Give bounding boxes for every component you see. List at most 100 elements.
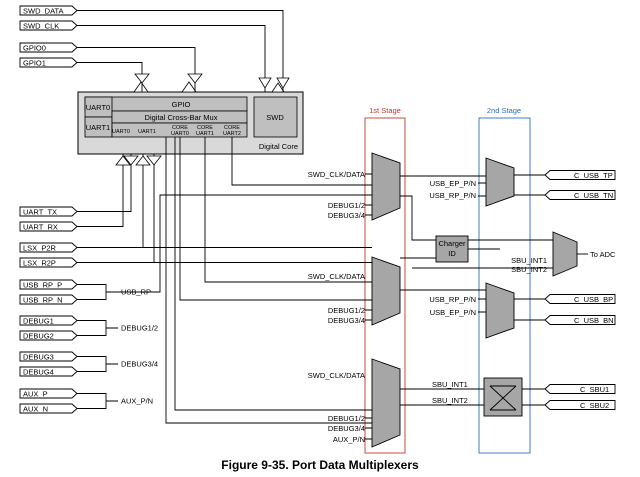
swd-block xyxy=(253,96,298,138)
pin-debug2 xyxy=(19,330,78,341)
wire-lsx-p2r xyxy=(77,165,144,248)
buffer-gpio0-out xyxy=(187,73,203,84)
buffer-gpio1-in xyxy=(133,81,149,93)
core-uart0-label-b: UART0 xyxy=(171,131,189,137)
wire-gpio1 xyxy=(77,62,143,74)
mux3-d12: DEBUG1/2 xyxy=(328,414,365,423)
figure-caption: Figure 9-35. Port Data Multiplexers xyxy=(221,458,419,472)
pin-gpio1-label: GPIO1 xyxy=(23,59,46,68)
wire-swd-data xyxy=(77,10,284,78)
pin-c-usb-bp xyxy=(544,294,616,304)
second-stage-label: 2nd Stage xyxy=(487,106,521,115)
buffer-uart-stubs xyxy=(122,154,155,156)
rp-pn-a: USB_RP_P/N xyxy=(429,191,476,200)
sbu-out-wires xyxy=(522,388,545,406)
pin-debug2-label: DEBUG2 xyxy=(23,332,54,341)
second-stage-box xyxy=(478,117,531,454)
pin-gpio0-label: GPIO0 xyxy=(23,44,46,53)
mux1-swd: SWD_CLK/DATA xyxy=(308,170,365,179)
ep-pn-a: USB_EP_P/N xyxy=(430,179,476,188)
first-stage-label: 1st Stage xyxy=(369,106,401,115)
pin-debug3 xyxy=(19,351,78,362)
pin-debug4 xyxy=(19,366,78,377)
pin-c-usb-tn-label: C_USB_TN xyxy=(574,191,613,200)
buffer-swd-data-in xyxy=(271,82,285,93)
debug12-bracket xyxy=(77,320,118,336)
wire-core-uart1 xyxy=(204,137,372,283)
pin-c-usb-bp-label: C_USB_BP xyxy=(574,295,613,304)
charger-wires xyxy=(412,239,553,269)
pin-c-usb-tp xyxy=(544,170,616,180)
pin-usb-rp-p xyxy=(19,279,78,290)
wire-core-uart0-mux2 xyxy=(179,137,360,301)
wire-core-uart0 xyxy=(165,137,372,424)
left-pins: SWD_DATA SWD_CLK GPIO0 GPIO1 UART_TX UAR… xyxy=(19,5,78,414)
mux3-swd: SWD_CLK/DATA xyxy=(308,371,365,380)
ep-pn-b: USB_EP_P/N xyxy=(430,308,476,317)
pin-swd-clk xyxy=(19,20,78,31)
pin-swd-data-label: SWD_DATA xyxy=(23,7,64,16)
sub-uart0-label: UART0 xyxy=(112,129,130,135)
pin-uart-rx xyxy=(19,221,78,232)
core-uart2-label-a: CORE xyxy=(224,125,240,131)
buffer-gpio0-in xyxy=(181,81,197,93)
crossbar-label: Digital Cross-Bar Mux xyxy=(145,113,218,122)
pin-gpio1 xyxy=(19,57,78,68)
mux2-d12: DEBUG1/2 xyxy=(328,306,365,315)
mux2-wires xyxy=(360,257,486,321)
mux3-aux: AUX_P/N xyxy=(333,435,365,444)
pin-debug1-label: DEBUG1 xyxy=(23,317,54,326)
group-debug12: DEBUG1/2 xyxy=(121,324,158,333)
wire-core-uart2 xyxy=(231,137,372,186)
pin-lsx-p2r-label: LSX_P2R xyxy=(23,244,57,253)
pin-c-usb-bn xyxy=(544,315,616,325)
group-aux: AUX_P/N xyxy=(121,397,153,406)
pin-swd-clk-label: SWD_CLK xyxy=(23,22,59,31)
aux-bracket xyxy=(77,393,118,409)
wire-uart-tx xyxy=(77,165,132,212)
pin-usb-rp-n xyxy=(19,294,78,305)
pin-usb-rp-n-label: USB_RP_N xyxy=(23,296,63,305)
pin-lsx-r2p-label: LSX_R2P xyxy=(23,259,56,268)
uart1-block-label: UART1 xyxy=(86,123,110,132)
core-uart1-label-a: CORE xyxy=(197,125,213,131)
mux2-d34: DEBUG3/4 xyxy=(328,316,365,325)
pin-uart-rx-label: UART_RX xyxy=(23,223,58,232)
pin-usb-rp-p-label: USB_RP_P xyxy=(23,281,62,290)
core-uart0-label-a: CORE xyxy=(172,125,188,131)
wire-gpio0 xyxy=(77,47,196,74)
sbu-int1-b: SBU_INT1 xyxy=(432,380,468,389)
pin-debug3-label: DEBUG3 xyxy=(23,353,54,362)
pin-gpio0 xyxy=(19,42,78,53)
pin-aux-n xyxy=(19,403,78,414)
mux1-d12: DEBUG1/2 xyxy=(328,201,365,210)
mux-usb-bottom xyxy=(485,282,515,339)
mux1-wires xyxy=(365,173,486,241)
mux3-wires xyxy=(360,388,484,440)
group-debug34: DEBUG3/4 xyxy=(121,360,158,369)
wire-lsx-to-mux xyxy=(143,247,372,263)
to-adc-label: To ADC xyxy=(590,250,616,259)
mux1-d34: DEBUG3/4 xyxy=(328,211,365,220)
pin-aux-p-label: AUX_P xyxy=(23,390,48,399)
wire-swd-clk xyxy=(77,25,266,78)
mux-usb-top xyxy=(485,157,515,207)
first-stage-box xyxy=(364,117,406,454)
mux2 xyxy=(371,256,401,326)
core-uart2-label-b: UART2 xyxy=(223,131,241,137)
crossbar-outputs xyxy=(111,122,248,138)
pin-lsx-r2p xyxy=(19,257,78,268)
pin-aux-n-label: AUX_N xyxy=(23,405,48,414)
pin-c-sbu1 xyxy=(544,384,616,394)
debug34-bracket xyxy=(77,356,118,372)
pin-c-usb-tn xyxy=(544,190,616,200)
uart0-block-label: UART0 xyxy=(86,103,110,112)
gpio-block-label: GPIO xyxy=(172,100,191,109)
pin-debug4-label: DEBUG4 xyxy=(23,368,54,377)
buffer-gpio1-out xyxy=(134,73,150,84)
mux-adc xyxy=(552,231,578,277)
core-uart1-label-b: UART1 xyxy=(196,131,214,137)
pin-aux-p xyxy=(19,388,78,399)
